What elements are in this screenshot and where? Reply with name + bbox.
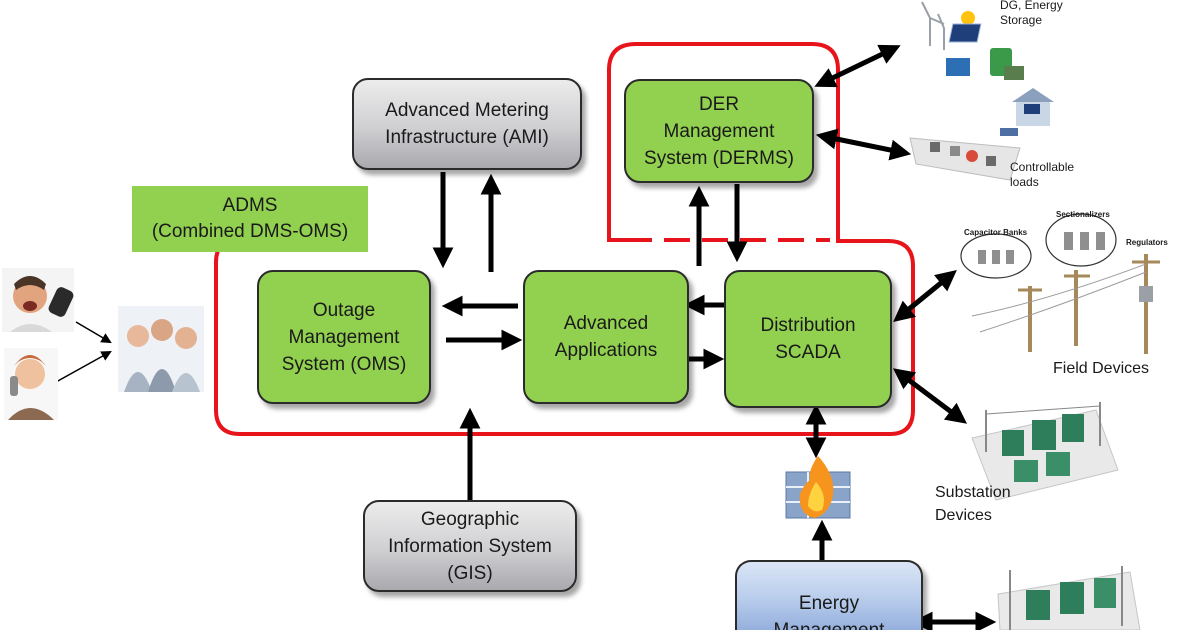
dg-line2: Storage — [1000, 13, 1043, 27]
derms-line2: Management — [663, 120, 775, 142]
dg-line1: DG, Energy — [1000, 0, 1063, 12]
oms-line1: Outage — [312, 299, 376, 321]
derms-box[interactable]: DER Management System (DERMS) — [624, 79, 814, 183]
wind-turbine-icon — [921, 1, 945, 50]
derms-line3: System (DERMS) — [644, 147, 794, 169]
angry-caller-icon — [2, 268, 74, 332]
advanced-line2: Applications — [554, 340, 658, 361]
house-solar-icon — [909, 88, 1054, 181]
ami-line1: Advanced Metering — [385, 100, 549, 121]
gis-line1: Geographic — [420, 508, 520, 530]
arrow-derms-loads — [815, 128, 912, 161]
ami-line2: Infrastructure (AMI) — [385, 127, 549, 148]
dg-storage-label: DG, Energy Storage — [1000, 0, 1063, 28]
distribution-scada-box[interactable]: Distribution SCADA — [724, 270, 892, 408]
loads-line2: loads — [1010, 175, 1039, 189]
field-devices-label: Field Devices — [1053, 360, 1150, 377]
call-center-icon — [118, 306, 204, 392]
adms-label-line1: ADMS — [222, 195, 278, 216]
regulators-label: Regulators — [1126, 238, 1168, 247]
phone-caller-icon — [4, 348, 58, 420]
battery-icon — [946, 48, 1024, 80]
ems-line1: Energy — [798, 593, 860, 614]
arrow-caller2 — [55, 350, 112, 383]
firewall-icon — [785, 456, 851, 519]
arrow-scada-field — [893, 270, 957, 322]
gis-line2: Information System — [388, 535, 552, 557]
advanced-line1: Advanced — [563, 313, 649, 334]
substation-line2: Devices — [935, 507, 992, 524]
adms-boundary — [214, 42, 915, 436]
oms-line2: Management — [288, 326, 400, 348]
substation-icon — [971, 402, 1119, 501]
scada-line1: Distribution — [760, 315, 856, 336]
substation-icon-ems — [997, 566, 1141, 630]
loads-line1: Controllable — [1010, 160, 1075, 174]
solar-panel-icon — [948, 11, 982, 43]
gis-line3: (GIS) — [447, 562, 493, 584]
arrow-scada-substation — [892, 368, 968, 424]
arrow-derms-dg — [814, 44, 901, 88]
substation-line1: Substation — [935, 484, 1011, 501]
arrow-caller1 — [75, 321, 112, 344]
controllable-loads-label: Controllable loads — [1010, 160, 1074, 190]
capacitor-banks-label: Capacitor Banks — [964, 228, 1028, 237]
advanced-applications-box[interactable]: Advanced Applications — [523, 270, 689, 404]
scada-line2: SCADA — [775, 342, 841, 363]
energy-management-box[interactable]: Energy Management — [735, 560, 923, 630]
ami-box[interactable]: Advanced Metering Infrastructure (AMI) — [352, 78, 582, 170]
oms-box[interactable]: Outage Management System (OMS) — [257, 270, 431, 404]
gis-box[interactable]: Geographic Information System (GIS) — [363, 500, 577, 592]
adms-label: ADMS (Combined DMS-OMS) — [132, 186, 368, 252]
oms-line3: System (OMS) — [281, 353, 407, 375]
sectionalizers-label: Sectionalizers — [1056, 210, 1110, 219]
utility-pole-icon — [960, 213, 1160, 354]
ems-line2: Management — [774, 617, 885, 630]
substation-devices-label: Substation Devices — [935, 481, 1011, 527]
derms-line1: DER — [698, 93, 740, 115]
adms-label-line2: (Combined DMS-OMS) — [151, 221, 349, 242]
